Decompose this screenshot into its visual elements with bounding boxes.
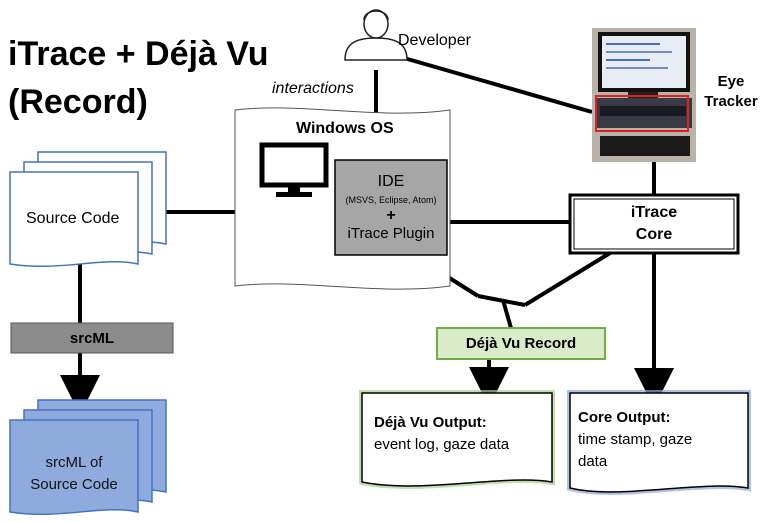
core-output-doc — [569, 392, 749, 493]
core-output-text: Core Output: time stamp, gaze data — [578, 407, 692, 473]
srcml-output-label: srcML of Source Code — [10, 452, 138, 496]
interactions-label: interactions — [272, 80, 354, 97]
itrace-core-box — [568, 193, 740, 255]
itrace-core-line-2: Core — [635, 226, 673, 243]
title-line-2: (Record) — [8, 83, 148, 121]
core-output-body-line-1: time stamp, gaze — [578, 431, 693, 448]
connectors — [60, 56, 674, 415]
srcml-label: srcML — [69, 329, 115, 347]
eye-tracker-photo — [592, 28, 696, 162]
ide-plugin: iTrace Plugin — [347, 225, 435, 242]
title-line-1: iTrace + Déjà Vu — [8, 35, 269, 73]
dejavu-output-body: event log, gaze data — [374, 436, 510, 453]
source-code-docs — [9, 151, 167, 267]
itrace-core-line-1: iTrace — [630, 204, 678, 221]
dejavu-output-doc — [361, 392, 553, 487]
windows-os-label: Windows OS — [296, 120, 394, 137]
dejavu-output-text: Déjà Vu Output: event log, gaze data — [374, 412, 509, 456]
page-title: iTrace + Déjà Vu (Record) — [8, 30, 269, 126]
source-code-label: Source Code — [26, 210, 120, 227]
ide-subtitle: (MSVS, Eclipse, Atom) — [345, 195, 437, 205]
developer-label: Developer — [398, 32, 471, 49]
srcml-output-line-1: srcML of — [45, 454, 103, 471]
eye-tracker-label: Eye Tracker — [700, 72, 762, 112]
dejavu-record-box — [436, 327, 606, 360]
core-to-ide-diagonal-line — [523, 251, 612, 307]
ide-box-text: IDE (MSVS, Eclipse, Atom) + iTrace Plugi… — [335, 160, 447, 255]
developer-to-eyetracker-line — [403, 56, 593, 114]
core-output-title: Core Output: — [578, 409, 671, 426]
dejavu-output-title: Déjà Vu Output: — [374, 414, 487, 431]
ide-box — [334, 159, 448, 256]
eye-tracker-line-2: Tracker — [704, 93, 758, 110]
srcml-output-docs — [9, 399, 167, 515]
dejavu-record-label: Déjà Vu Record — [465, 335, 577, 352]
ide-plus: + — [386, 207, 396, 224]
srcml-output-line-2: Source Code — [30, 476, 118, 493]
core-output-body-line-2: data — [578, 453, 608, 470]
ide-title: IDE — [377, 173, 405, 190]
itrace-core-label: iTrace Core — [570, 195, 738, 253]
srcml-box — [10, 322, 174, 354]
monitor-icon — [259, 142, 329, 197]
eye-tracker-line-1: Eye — [717, 73, 745, 90]
join-to-dejavu-line — [501, 299, 513, 329]
developer-icon — [344, 9, 408, 61]
